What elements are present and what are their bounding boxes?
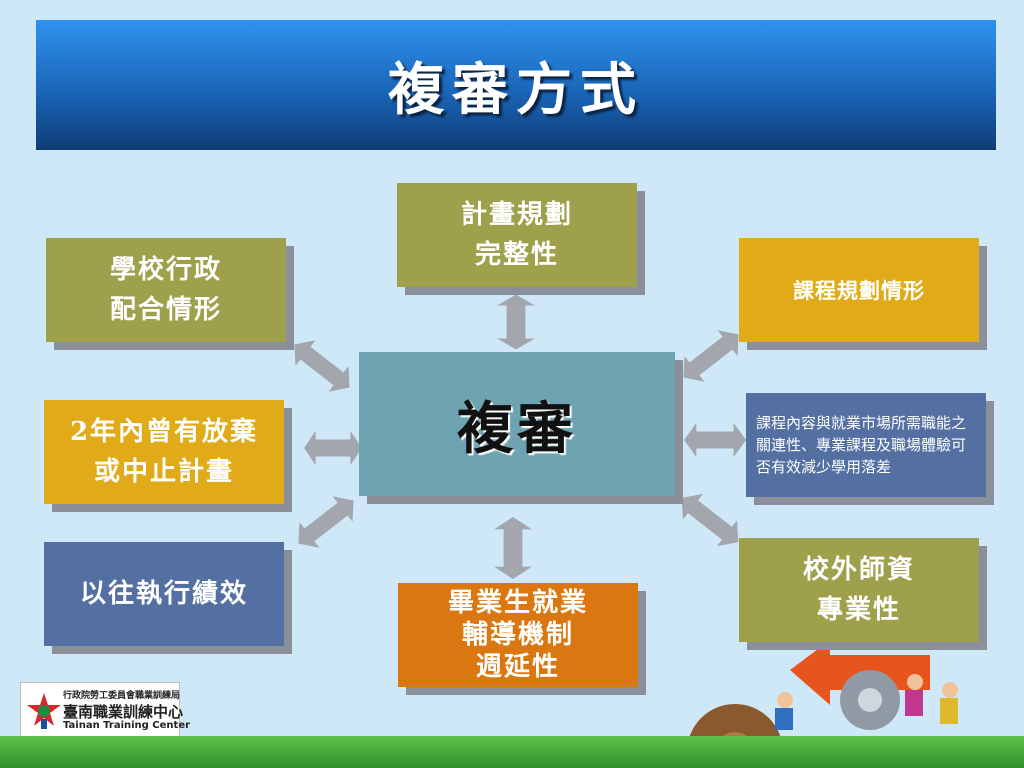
course-plan-box: 課程規劃情形 — [739, 238, 979, 342]
course-plan-line-1: 課程規劃情形 — [793, 278, 925, 303]
course-content-text: 課程內容與就業市場所需職能之關連性、專業課程及職場體驗可否有效減少學用落差 — [756, 414, 967, 476]
performance-line-1: 以往執行績效 — [79, 579, 248, 609]
plan-line-2: 完整性 — [474, 240, 559, 270]
course-content-box: 課程內容與就業市場所需職能之關連性、專業課程及職場體驗可否有效減少學用落差 — [746, 393, 986, 497]
arrow-upper-right — [673, 321, 749, 391]
graduates-line-3: 週延性 — [475, 652, 560, 682]
grass-ground-strip — [0, 736, 1024, 768]
center-label: 複審 — [457, 395, 577, 462]
graduates-line-1: 畢業生就業 — [447, 588, 588, 618]
admin-line-2: 配合情形 — [109, 295, 222, 325]
arrow-upper-left — [284, 331, 360, 401]
abandon-line-2: 或中止計畫 — [93, 457, 234, 487]
arrow-middle-right — [684, 422, 746, 458]
title-bar: 複審方式 — [36, 20, 996, 150]
plan-completeness-box: 計畫規劃 完整性 — [397, 183, 637, 287]
slide-title: 複審方式 — [388, 56, 644, 123]
graduates-line-2: 輔導機制 — [461, 620, 574, 650]
arrow-lower-left — [288, 487, 364, 557]
abandon-record-box: 2年內曾有放棄 或中止計畫 — [44, 400, 284, 504]
external-teachers-box: 校外師資 專業性 — [739, 538, 979, 642]
past-performance-box: 以往執行績效 — [44, 542, 284, 646]
abandon-line-1: 2年內曾有放棄 — [69, 417, 259, 447]
admin-line-1: 學校行政 — [109, 255, 222, 285]
arrow-bottom — [494, 517, 532, 579]
teachers-line-1: 校外師資 — [802, 555, 915, 585]
logo-star-icon — [27, 693, 61, 729]
review-center-box: 複審 — [359, 352, 675, 496]
graduate-guidance-box: 畢業生就業 輔導機制 週延性 — [398, 583, 638, 687]
school-admin-box: 學校行政 配合情形 — [46, 238, 286, 342]
logo-english-text: Tainan Training Center — [63, 720, 191, 731]
arrow-middle-left — [304, 430, 362, 466]
teachers-line-2: 專業性 — [816, 595, 901, 625]
tainan-training-center-logo: 行政院勞工委員會職業訓練局 臺南職業訓練中心 Tainan Training C… — [20, 682, 190, 738]
logo-agency-text: 行政院勞工委員會職業訓練局 — [63, 691, 181, 701]
logo-name-text: 臺南職業訓練中心 — [63, 703, 184, 721]
arrow-top — [497, 294, 535, 350]
arrow-lower-right — [671, 485, 749, 555]
plan-line-1: 計畫規劃 — [460, 200, 573, 230]
